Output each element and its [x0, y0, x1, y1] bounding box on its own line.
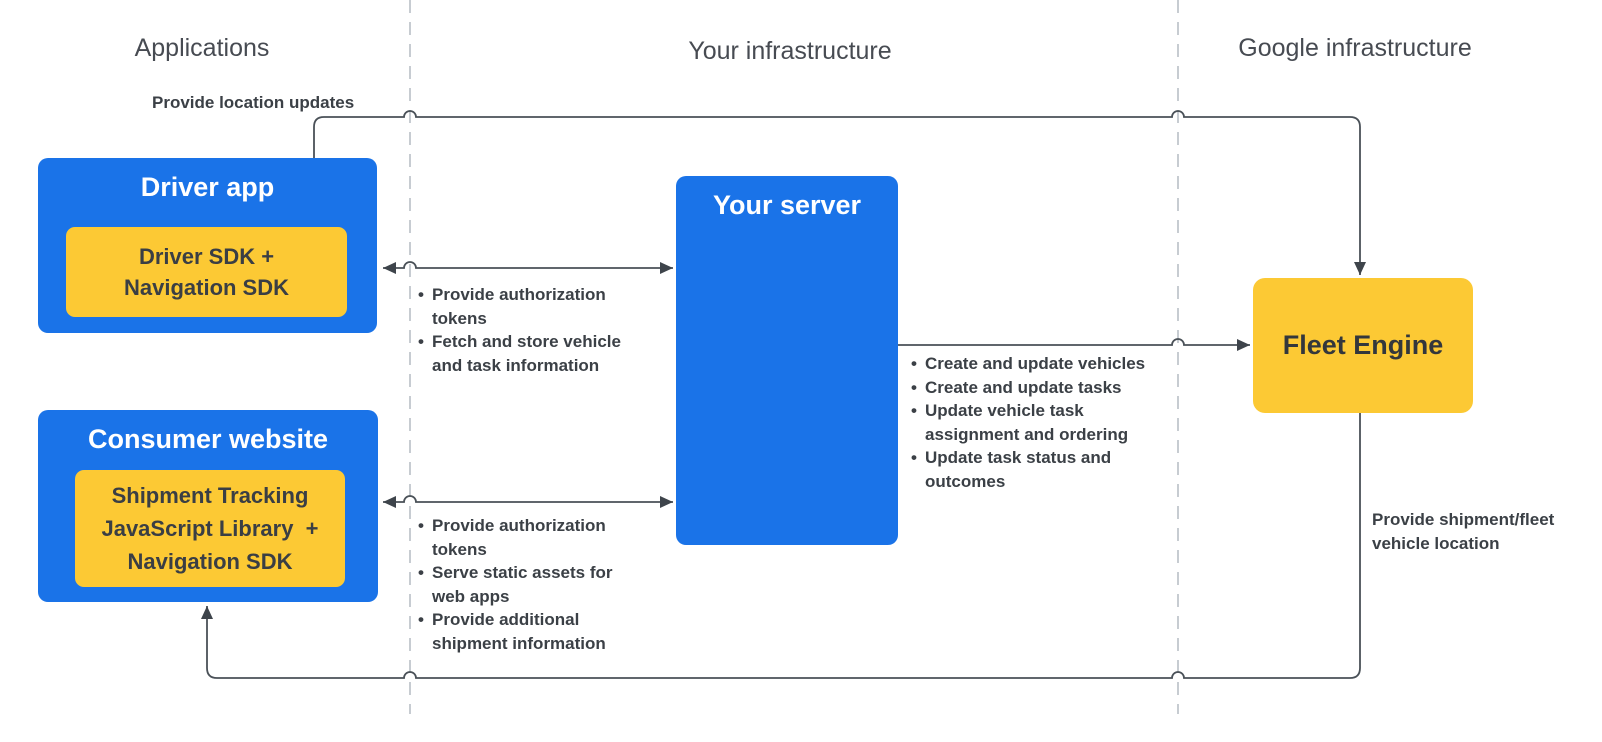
label-server-fleet-bullets: Create and update vehicles Create and up…	[911, 352, 1176, 493]
node-driver-sdk: Driver SDK + Navigation SDK	[66, 227, 347, 317]
bullet-item: Provide authorization tokens	[418, 283, 653, 330]
edge-driver-to-fleet-location-updates	[313, 110, 1366, 275]
bullet-item: Serve static assets for web apps	[418, 561, 633, 608]
bullet-item: Update vehicle task assignment and order…	[911, 399, 1176, 446]
consumer-sdk-line-2: JavaScript Library +	[101, 516, 319, 541]
label-driver-server-bullets: Provide authorization tokens Fetch and s…	[418, 283, 653, 377]
column-header-applications: Applications	[134, 34, 270, 62]
consumer-sdk-line-3: Navigation SDK	[127, 549, 293, 574]
node-your-server: Your server	[676, 176, 898, 545]
edge-consumer-website-your-server	[383, 495, 673, 508]
your-server-title: Your server	[712, 190, 862, 220]
bullet-item: Create and update vehicles	[911, 352, 1176, 376]
bullet-item: Provide authorization tokens	[418, 514, 633, 561]
column-header-google-infrastructure: Google infrastructure	[1238, 34, 1472, 62]
driver-app-title: Driver app	[140, 172, 275, 202]
label-consumer-server-bullets: Provide authorization tokens Serve stati…	[418, 514, 633, 655]
edge-driver-app-your-server	[383, 261, 673, 274]
fleet-engine-title: Fleet Engine	[1282, 330, 1444, 360]
node-shipment-tracking-library: Shipment Tracking JavaScript Library + N…	[75, 470, 345, 587]
label-provide-location-updates: Provide location updates	[152, 93, 355, 112]
driver-sdk-line-2: Navigation SDK	[123, 275, 290, 300]
edge-your-server-fleet-engine	[898, 338, 1250, 351]
bullet-item: Fetch and store vehicle and task informa…	[418, 330, 653, 377]
consumer-sdk-line-1: Shipment Tracking	[111, 483, 309, 508]
edge-fleet-engine-consumer-website	[201, 413, 1361, 679]
consumer-website-title: Consumer website	[87, 424, 329, 454]
driver-sdk-line-1: Driver SDK +	[138, 244, 275, 269]
bullet-item: Update task status and outcomes	[911, 446, 1176, 493]
label-provide-shipment-fleet-location: Provide shipment/fleet vehicle location	[1372, 510, 1555, 553]
bullet-item: Create and update tasks	[911, 376, 1176, 400]
column-header-your-infrastructure: Your infrastructure	[688, 37, 892, 65]
node-fleet-engine: Fleet Engine	[1253, 278, 1473, 413]
bullet-item: Provide additional shipment information	[418, 608, 633, 655]
